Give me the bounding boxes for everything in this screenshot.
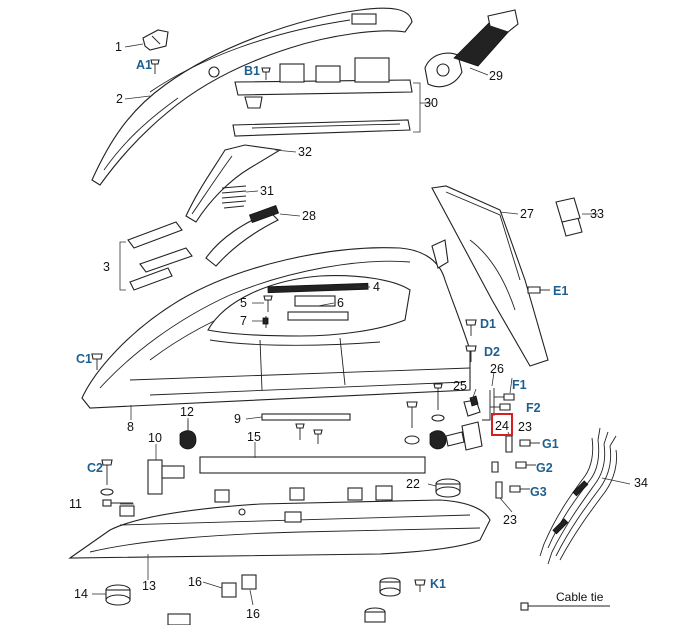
label-a1: A1	[136, 58, 152, 72]
leader-lines	[92, 43, 631, 606]
connector-part-24	[429, 421, 483, 451]
clip-part-1	[142, 29, 169, 51]
label-g1: G1	[542, 437, 559, 451]
label-22: 22	[406, 477, 420, 491]
label-k1: K1	[430, 577, 446, 591]
label-b1: B1	[244, 64, 260, 78]
handle-cover-part	[91, 7, 413, 186]
label-24: 24	[495, 419, 509, 433]
small-parts-5-6-7	[262, 295, 349, 328]
steam-dial-part	[424, 9, 519, 88]
label-1: 1	[115, 40, 122, 54]
label-16-left: 16	[188, 575, 202, 589]
label-7: 7	[240, 314, 247, 328]
rod-part-9	[261, 413, 351, 444]
bar-part-15	[199, 456, 426, 474]
bushing-part-22	[435, 478, 461, 498]
label-f2: F2	[526, 401, 541, 415]
label-9: 9	[234, 412, 241, 426]
label-4: 4	[373, 280, 380, 294]
label-27: 27	[520, 207, 534, 221]
rear-tail-cover-part-27	[431, 185, 549, 367]
label-11: 11	[69, 497, 82, 511]
label-16-right: 16	[246, 607, 260, 621]
heating-bar-part-4	[267, 282, 369, 294]
label-32: 32	[298, 145, 312, 159]
label-f1: F1	[512, 378, 527, 392]
label-5: 5	[240, 296, 247, 310]
screw-e1	[527, 286, 550, 294]
screw-b1	[261, 67, 271, 80]
label-12: 12	[180, 405, 194, 419]
label-15: 15	[247, 430, 261, 444]
upper-bracket-assembly	[232, 57, 432, 137]
label-14: 14	[74, 587, 88, 601]
label-29: 29	[489, 69, 503, 83]
cap-part-33	[555, 197, 583, 237]
label-34: 34	[634, 476, 648, 490]
screw-c1	[91, 353, 103, 370]
label-g2: G2	[536, 461, 553, 475]
label-30: 30	[424, 96, 438, 110]
screw-c2	[100, 459, 114, 496]
label-33: 33	[590, 207, 604, 221]
screw-a1	[150, 59, 160, 74]
side-switch-part-3	[119, 221, 193, 291]
label-25: 25	[453, 379, 467, 393]
label-d2: D2	[484, 345, 500, 359]
label-23-lower: 23	[503, 513, 517, 527]
cable-tie-caption: Cable tie	[556, 590, 604, 604]
part-labels: 1 A1 2 B1 29 30 32 31 28 27 33 3 4 5 6 7…	[69, 40, 648, 621]
soleplate-part-13	[68, 485, 491, 559]
label-28: 28	[302, 209, 316, 223]
screws-d1-d2	[465, 319, 477, 362]
label-8: 8	[127, 420, 134, 434]
cable-tie-sample	[520, 602, 610, 611]
pads-part-16	[221, 574, 257, 598]
screw-k1	[414, 579, 426, 592]
label-2: 2	[116, 92, 123, 106]
label-3: 3	[103, 260, 110, 274]
trigger-part-28	[205, 204, 280, 267]
fasteners-g-series	[491, 435, 540, 499]
pins-column	[404, 383, 445, 445]
spring-part-31	[221, 185, 247, 209]
foot-part-14	[105, 584, 131, 606]
label-31: 31	[260, 184, 274, 198]
screws-f1-f2	[490, 393, 515, 411]
rear-cover-part-32	[185, 144, 282, 223]
label-23-upper: 23	[518, 420, 532, 434]
tee-fitting-part-10	[147, 459, 185, 495]
label-c1: C1	[76, 352, 92, 366]
label-13: 13	[142, 579, 156, 593]
label-c2: C2	[87, 461, 103, 475]
label-d1: D1	[480, 317, 496, 331]
label-e1: E1	[553, 284, 568, 298]
grommets-bottom	[167, 577, 401, 625]
pin-part-11	[102, 499, 133, 507]
label-g3: G3	[530, 485, 547, 499]
label-10: 10	[148, 431, 162, 445]
valve-part-25	[463, 395, 481, 417]
label-6: 6	[337, 296, 344, 310]
highlight-box-part-24	[491, 413, 513, 436]
bracket-part-26	[482, 388, 495, 421]
iron-body-shell	[81, 239, 471, 409]
label-26: 26	[490, 362, 504, 376]
power-cord-part-34	[539, 427, 617, 565]
